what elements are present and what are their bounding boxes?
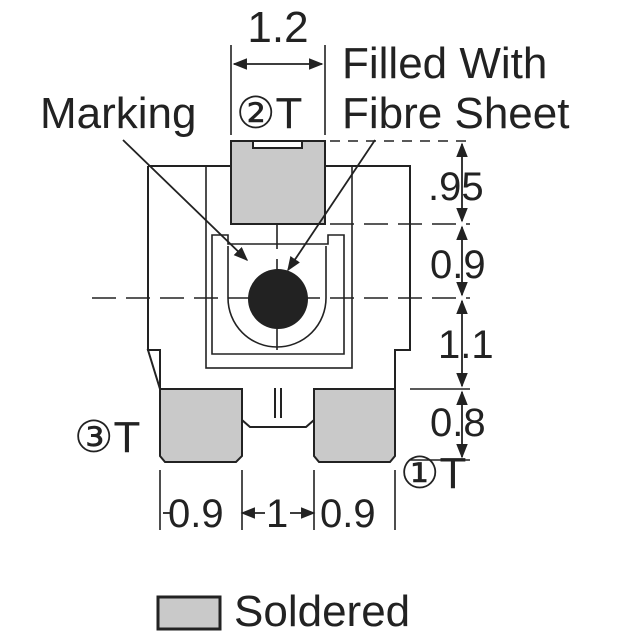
terminal-2-label: ②T <box>236 89 302 138</box>
dim-right-1: .95 <box>428 165 484 209</box>
terminal-3-label: ③T <box>74 413 140 462</box>
dim-right-2: 0.9 <box>430 243 486 287</box>
fibre-leader-arrow <box>287 139 376 272</box>
body-right-edge <box>394 166 411 389</box>
dimension-lines <box>163 58 468 519</box>
dim-right-3: 1.1 <box>438 323 494 367</box>
extension-lines <box>159 45 470 530</box>
dim-bottom-2: 1 <box>266 492 288 536</box>
terminal-2-pad <box>230 140 326 225</box>
marking-label: Marking <box>40 89 197 138</box>
fibre-sheet-label: Fibre Sheet <box>342 89 569 138</box>
terminal-1-label: ①T <box>400 449 466 498</box>
legend-label: Soldered <box>234 587 410 636</box>
inner-cavity-frame <box>211 234 345 355</box>
top-width-label: 1.2 <box>247 3 308 52</box>
terminal-3-pad <box>159 388 243 463</box>
marking-leader-arrow <box>122 139 249 262</box>
legend-swatch <box>156 595 222 631</box>
dim-right-4: 0.8 <box>430 401 486 445</box>
sensor-cup <box>227 246 327 348</box>
dim-bottom-3: 0.9 <box>320 492 376 536</box>
fibre-sheet-circle <box>248 269 308 329</box>
body-left-edge <box>147 166 161 389</box>
filled-with-label: Filled With <box>342 39 547 88</box>
bottom-notch <box>241 389 315 428</box>
terminal-1-pad <box>313 388 396 463</box>
dim-bottom-1: 0.9 <box>168 492 224 536</box>
